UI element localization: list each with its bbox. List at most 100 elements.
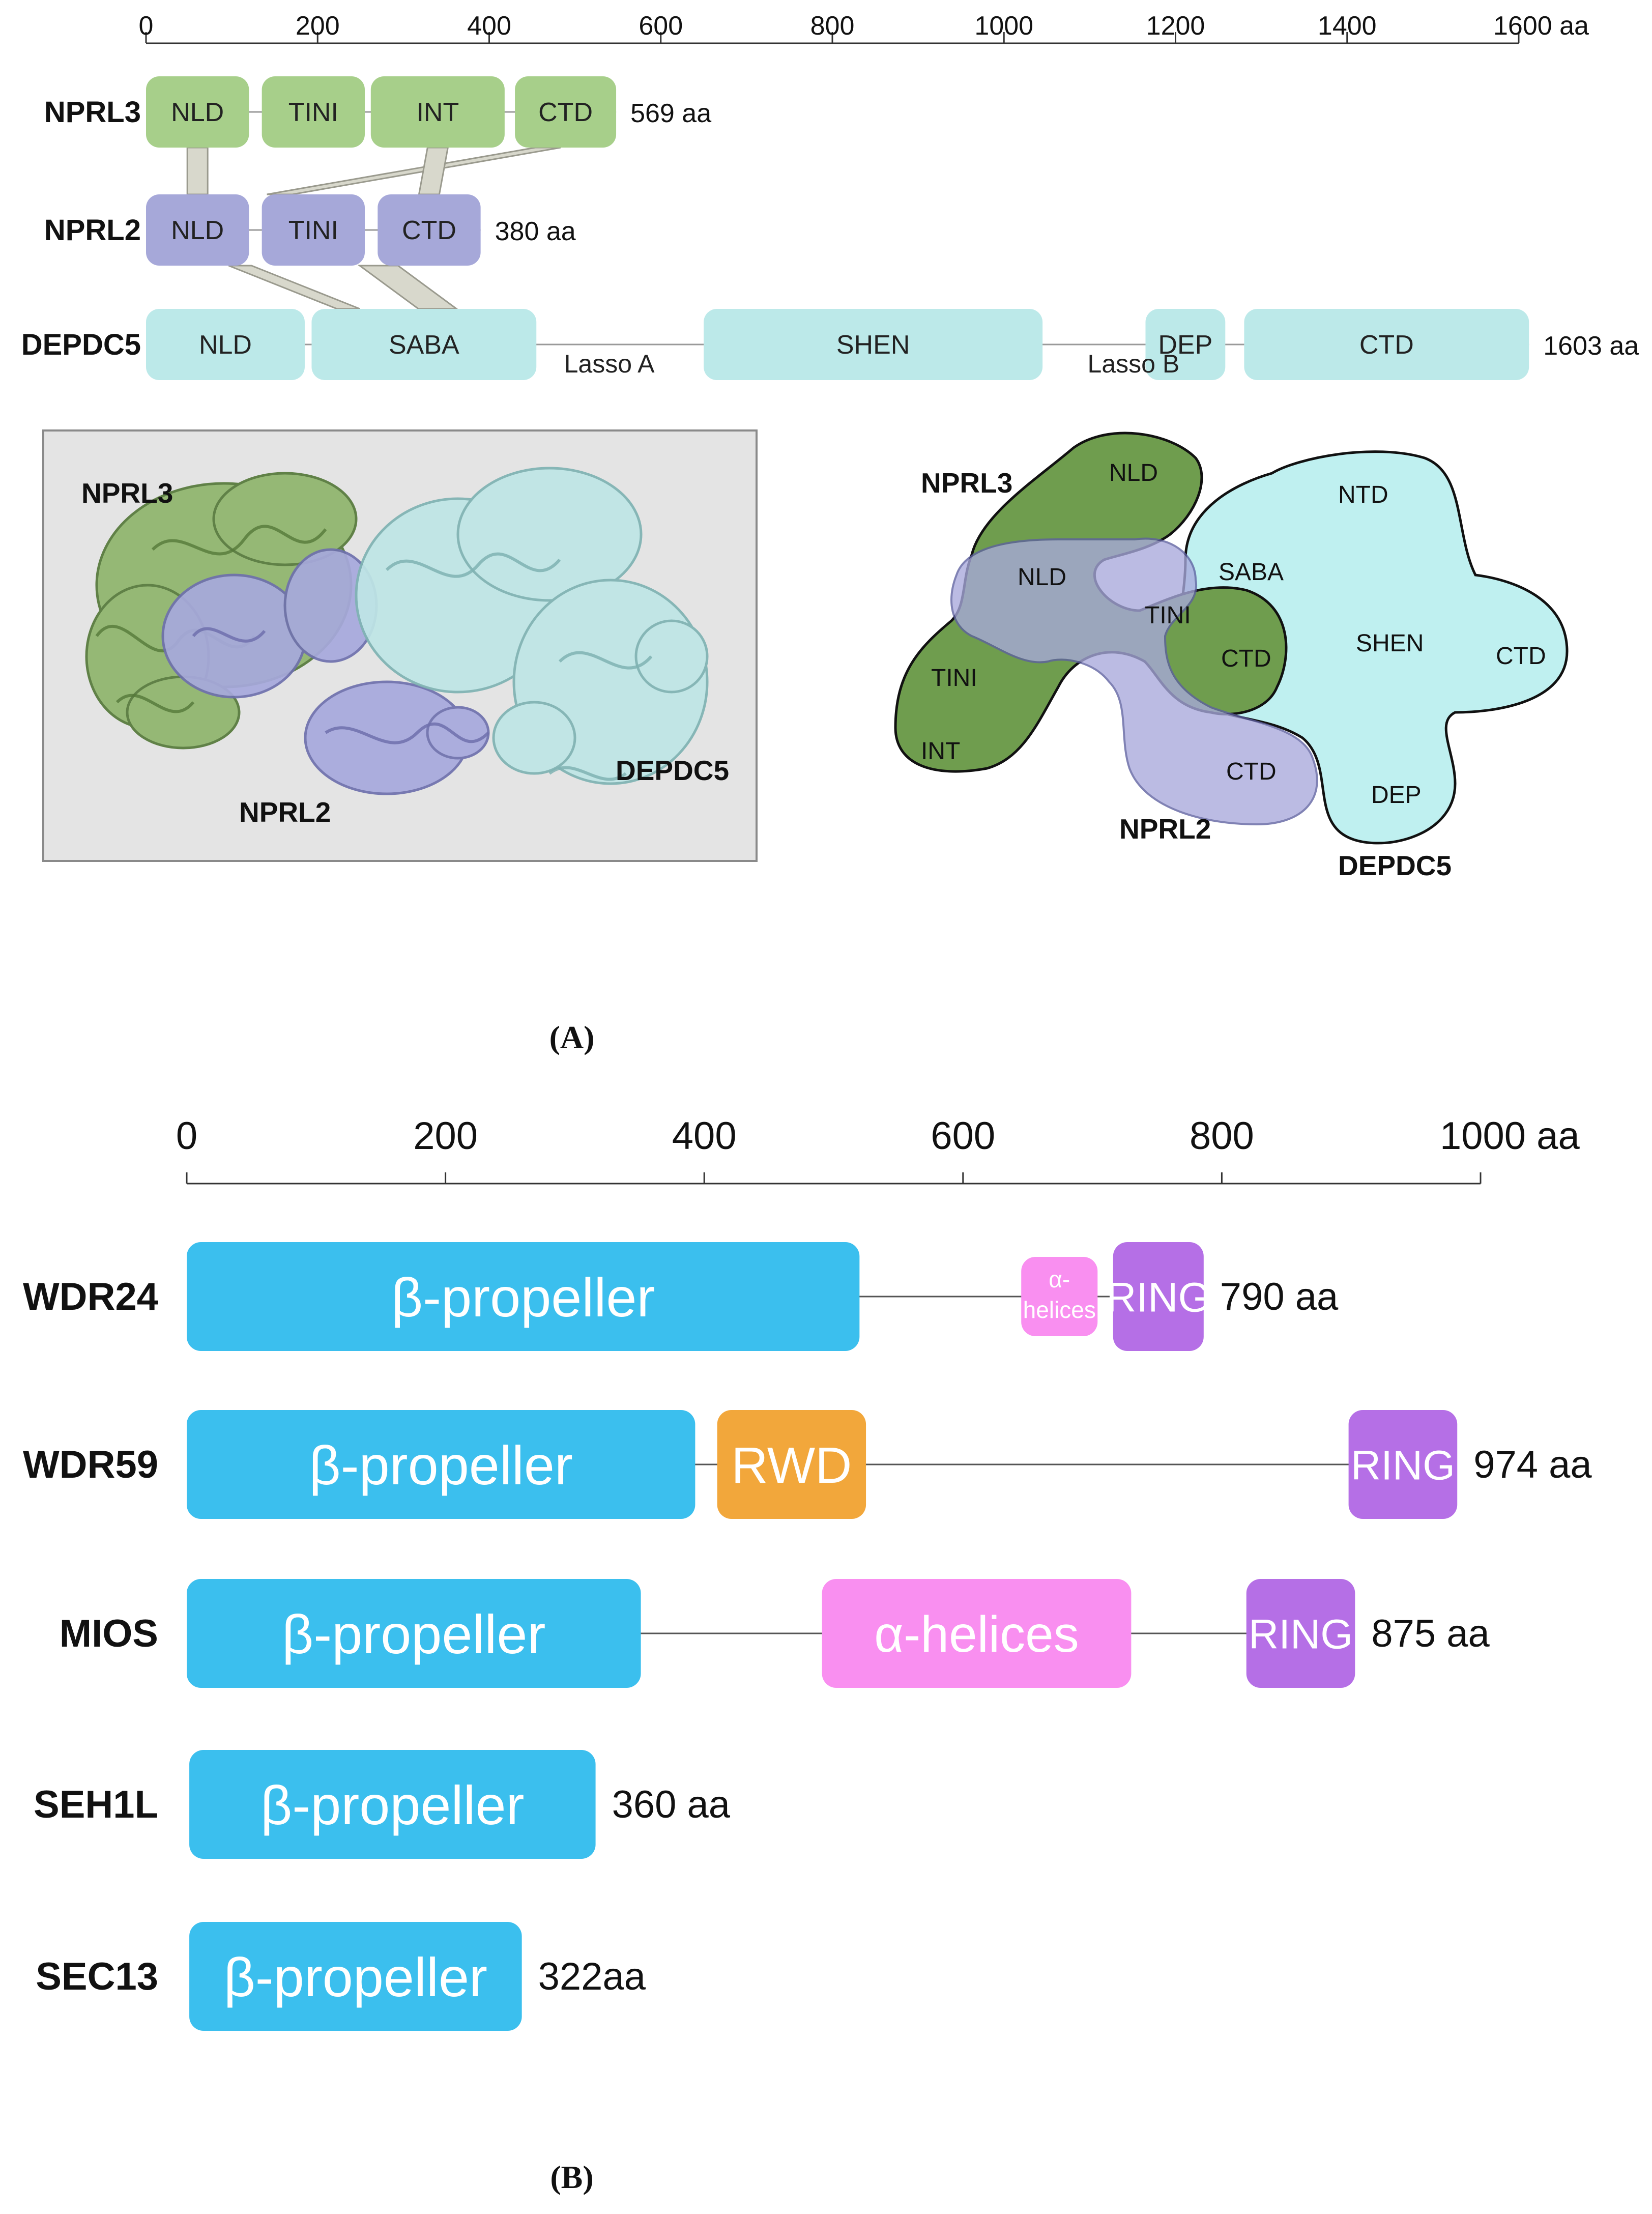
panel-a-axis-tick-label: 1400 (1318, 11, 1377, 41)
domain-label: α-helices (874, 1606, 1079, 1663)
panel-b-axis-tick-label: 0 (176, 1114, 197, 1158)
panel-b-axis-tick-label: 400 (672, 1114, 737, 1158)
panel-a-axis-tick-label: 400 (467, 11, 511, 41)
domain-box-propeller (187, 1579, 641, 1688)
domain-label: β-propeller (282, 1603, 545, 1665)
structure-label-depdc5: DEPDC5 (616, 755, 729, 786)
domain-box-ring (1246, 1579, 1355, 1688)
domain-box-helices (1021, 1257, 1098, 1336)
schematic-nprl3-nld: NLD (1109, 459, 1158, 486)
complex-schematic: NPRL3 NLD TINI INT CTD NLD TINI CTD NPRL… (894, 432, 1569, 881)
domain-box (311, 309, 537, 380)
domain-box-propeller (187, 1410, 695, 1519)
domain-label: RING (1249, 1612, 1353, 1658)
protein-name: SEH1L (34, 1783, 158, 1826)
protein-length: 790 aa (1220, 1275, 1339, 1318)
domain-box-helices (822, 1579, 1132, 1688)
depdc5-shape (1176, 450, 1569, 845)
panel-a-axis-tick-label: 800 (810, 11, 855, 41)
schematic-depdc5-ntd: NTD (1338, 481, 1388, 508)
domain-label: NLD (171, 216, 224, 245)
schematic-nprl3-ctd: CTD (1221, 645, 1271, 672)
interaction-band (186, 147, 209, 195)
protein-row-wdr59: WDR59 β-propeller RWD RING 974 aa (23, 1410, 1592, 1519)
protein-name: WDR59 (23, 1443, 158, 1486)
protein-length: 380 aa (495, 217, 576, 246)
domain-box-rwd (717, 1410, 866, 1519)
protein-name: SEC13 (36, 1955, 158, 1998)
nprl2-ribbon (161, 548, 490, 795)
domain-label: CTD (1359, 330, 1414, 360)
domain-box (370, 76, 505, 148)
protein-name: WDR24 (23, 1275, 158, 1318)
schematic-nprl2-nld: NLD (1018, 564, 1066, 591)
domain-label: RING (1351, 1443, 1455, 1489)
domain-label: β-propeller (309, 1434, 573, 1496)
panel-a-axis-tick-label: 1200 (1146, 11, 1205, 41)
domain-box (378, 194, 481, 266)
domain-label-small: helices (1023, 1297, 1096, 1323)
domain-box (1145, 309, 1226, 380)
domain-box-propeller (189, 1922, 522, 2031)
domain-label: SABA (389, 330, 459, 360)
domain-box (146, 194, 249, 266)
linker-label: Lasso A (564, 350, 655, 378)
interaction-band (228, 265, 361, 310)
domain-label: β-propeller (260, 1774, 524, 1836)
protein-row-mios: MIOS β-propeller α-helices RING 875 aa (60, 1579, 1490, 1688)
domain-label: NLD (171, 98, 224, 127)
depdc5-ribbon (355, 467, 709, 785)
panel-b-axis-tick-label: 800 (1190, 1114, 1254, 1158)
domain-label: RWD (731, 1437, 852, 1494)
protein-length: 875 aa (1371, 1612, 1490, 1655)
domain-box (262, 194, 365, 266)
domain-box-ring (1348, 1410, 1458, 1519)
protein-name: MIOS (60, 1612, 158, 1655)
protein-name: NPRL2 (44, 214, 141, 247)
protein-name: NPRL3 (44, 96, 141, 129)
protein-length: 569 aa (630, 99, 711, 128)
domain-label: DEP (1158, 330, 1212, 360)
schematic-label-nprl2: NPRL2 (1119, 813, 1211, 845)
panel-a-axis-tick-label: 600 (639, 11, 683, 41)
domain-label: RING (1106, 1275, 1210, 1321)
domain-box (262, 76, 365, 148)
protein-length: 360 aa (612, 1783, 731, 1826)
domain-box (146, 309, 305, 380)
linker-label: Lasso B (1088, 350, 1180, 378)
panel-a-axis-end-label: 1600 aa (1493, 11, 1589, 41)
domain-label: NLD (199, 330, 252, 360)
panel-a-axis-tick-label: 0 (139, 11, 154, 41)
schematic-nprl3-tini: TINI (931, 665, 977, 692)
protein-row-seh1l: SEH1L β-propeller 360 aa (34, 1750, 731, 1859)
domain-box-ring (1113, 1242, 1204, 1351)
schematic-depdc5-shen: SHEN (1356, 630, 1424, 657)
protein-length: 322aa (538, 1955, 646, 1998)
schematic-nprl3-int: INT (921, 738, 960, 765)
domain-label: SHEN (836, 330, 910, 360)
domain-box-propeller (189, 1750, 596, 1859)
structure-label-nprl2: NPRL2 (239, 796, 331, 828)
interaction-band (267, 147, 561, 195)
domain-box (146, 76, 249, 148)
domain-box-propeller (187, 1242, 860, 1351)
domain-box (704, 309, 1043, 380)
panel-b-label: (B) (550, 2159, 593, 2195)
panel-b-axis-end-label: 1000 aa (1440, 1114, 1580, 1158)
schematic-depdc5-dep: DEP (1371, 782, 1422, 809)
interaction-band (418, 147, 449, 195)
protein-length: 974 aa (1473, 1443, 1592, 1486)
schematic-label-nprl3: NPRL3 (921, 467, 1012, 499)
panel-b-axis-tick-label: 600 (931, 1114, 995, 1158)
nprl2-shape (950, 537, 1318, 826)
structure-label-nprl3: NPRL3 (81, 477, 173, 509)
